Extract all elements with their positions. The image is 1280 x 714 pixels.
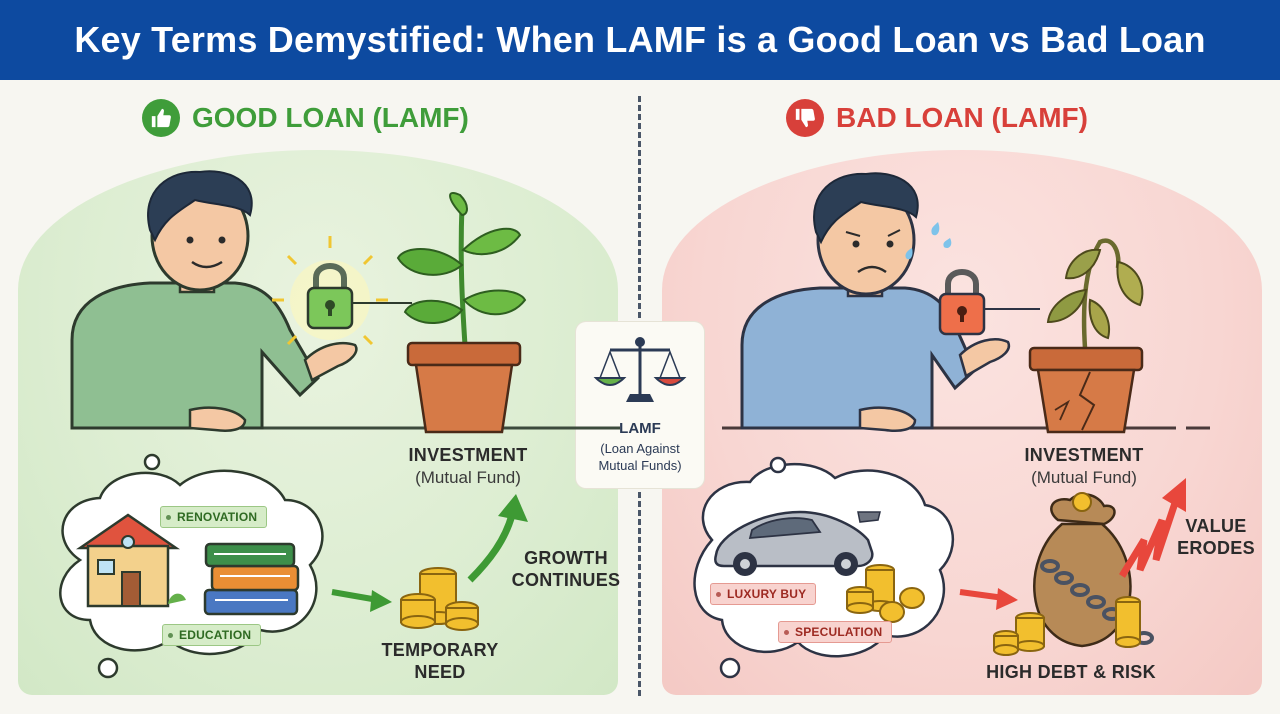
value-erodes-label-2: ERODES	[1177, 538, 1255, 558]
value-erodes-arrow-icon	[1119, 498, 1180, 578]
value-erodes-label-1: VALUE	[1185, 516, 1247, 536]
good-coins-icon	[400, 567, 479, 631]
scales-icon	[593, 337, 687, 402]
bad-loan-heading-text: BAD LOAN (LAMF)	[836, 102, 1088, 133]
growth-continues-label-1: GROWTH	[524, 548, 608, 568]
temporary-need-label-1: TEMPORARY	[381, 640, 499, 660]
books-icon	[203, 542, 300, 616]
money-bag-chained-icon	[993, 492, 1154, 656]
lamf-label: LAMF	[619, 420, 661, 437]
good-investment-sub: (Mutual Fund)	[415, 468, 521, 487]
good-loan-heading-text: GOOD LOAN (LAMF)	[192, 102, 469, 133]
bad-investment-label: INVESTMENT	[1024, 445, 1144, 465]
lamf-sub-line1: (Loan Against	[600, 441, 680, 456]
thumbs-up-icon	[142, 99, 180, 137]
thumbs-down-icon	[786, 99, 824, 137]
temporary-need-label-2: NEED	[414, 662, 466, 682]
luxury-buy-tag: LUXURY BUY	[710, 583, 817, 605]
good-investment-label: INVESTMENT	[408, 445, 528, 465]
house-icon	[75, 513, 186, 608]
page-title: Key Terms Demystified: When LAMF is a Go…	[0, 0, 1280, 80]
bad-coins-icon	[846, 564, 925, 623]
bad-investment-sub: (Mutual Fund)	[1031, 468, 1137, 487]
growth-arrow-icon	[467, 514, 516, 583]
healthy-plant-icon	[396, 192, 527, 434]
sports-car-icon	[714, 510, 881, 576]
good-arrow-right-icon	[331, 589, 379, 603]
renovation-tag: RENOVATION	[160, 506, 268, 528]
wilted-plant-icon	[1028, 238, 1144, 434]
red-lock-icon	[938, 269, 1040, 336]
green-lock-icon	[272, 236, 412, 346]
growth-continues-label-2: CONTINUES	[511, 570, 621, 590]
good-loan-heading: GOOD LOAN (LAMF)	[142, 96, 469, 140]
bad-loan-heading: BAD LOAN (LAMF)	[786, 96, 1088, 140]
education-tag: EDUCATION	[162, 624, 262, 646]
bad-thought-cloud	[693, 456, 955, 679]
speculation-tag: SPECULATION	[778, 621, 893, 643]
bad-arrow-right-icon	[959, 589, 1005, 601]
high-debt-risk-label: HIGH DEBT & RISK	[986, 662, 1156, 682]
lamf-sub-line2: Mutual Funds)	[598, 458, 682, 473]
happy-person	[70, 170, 358, 432]
